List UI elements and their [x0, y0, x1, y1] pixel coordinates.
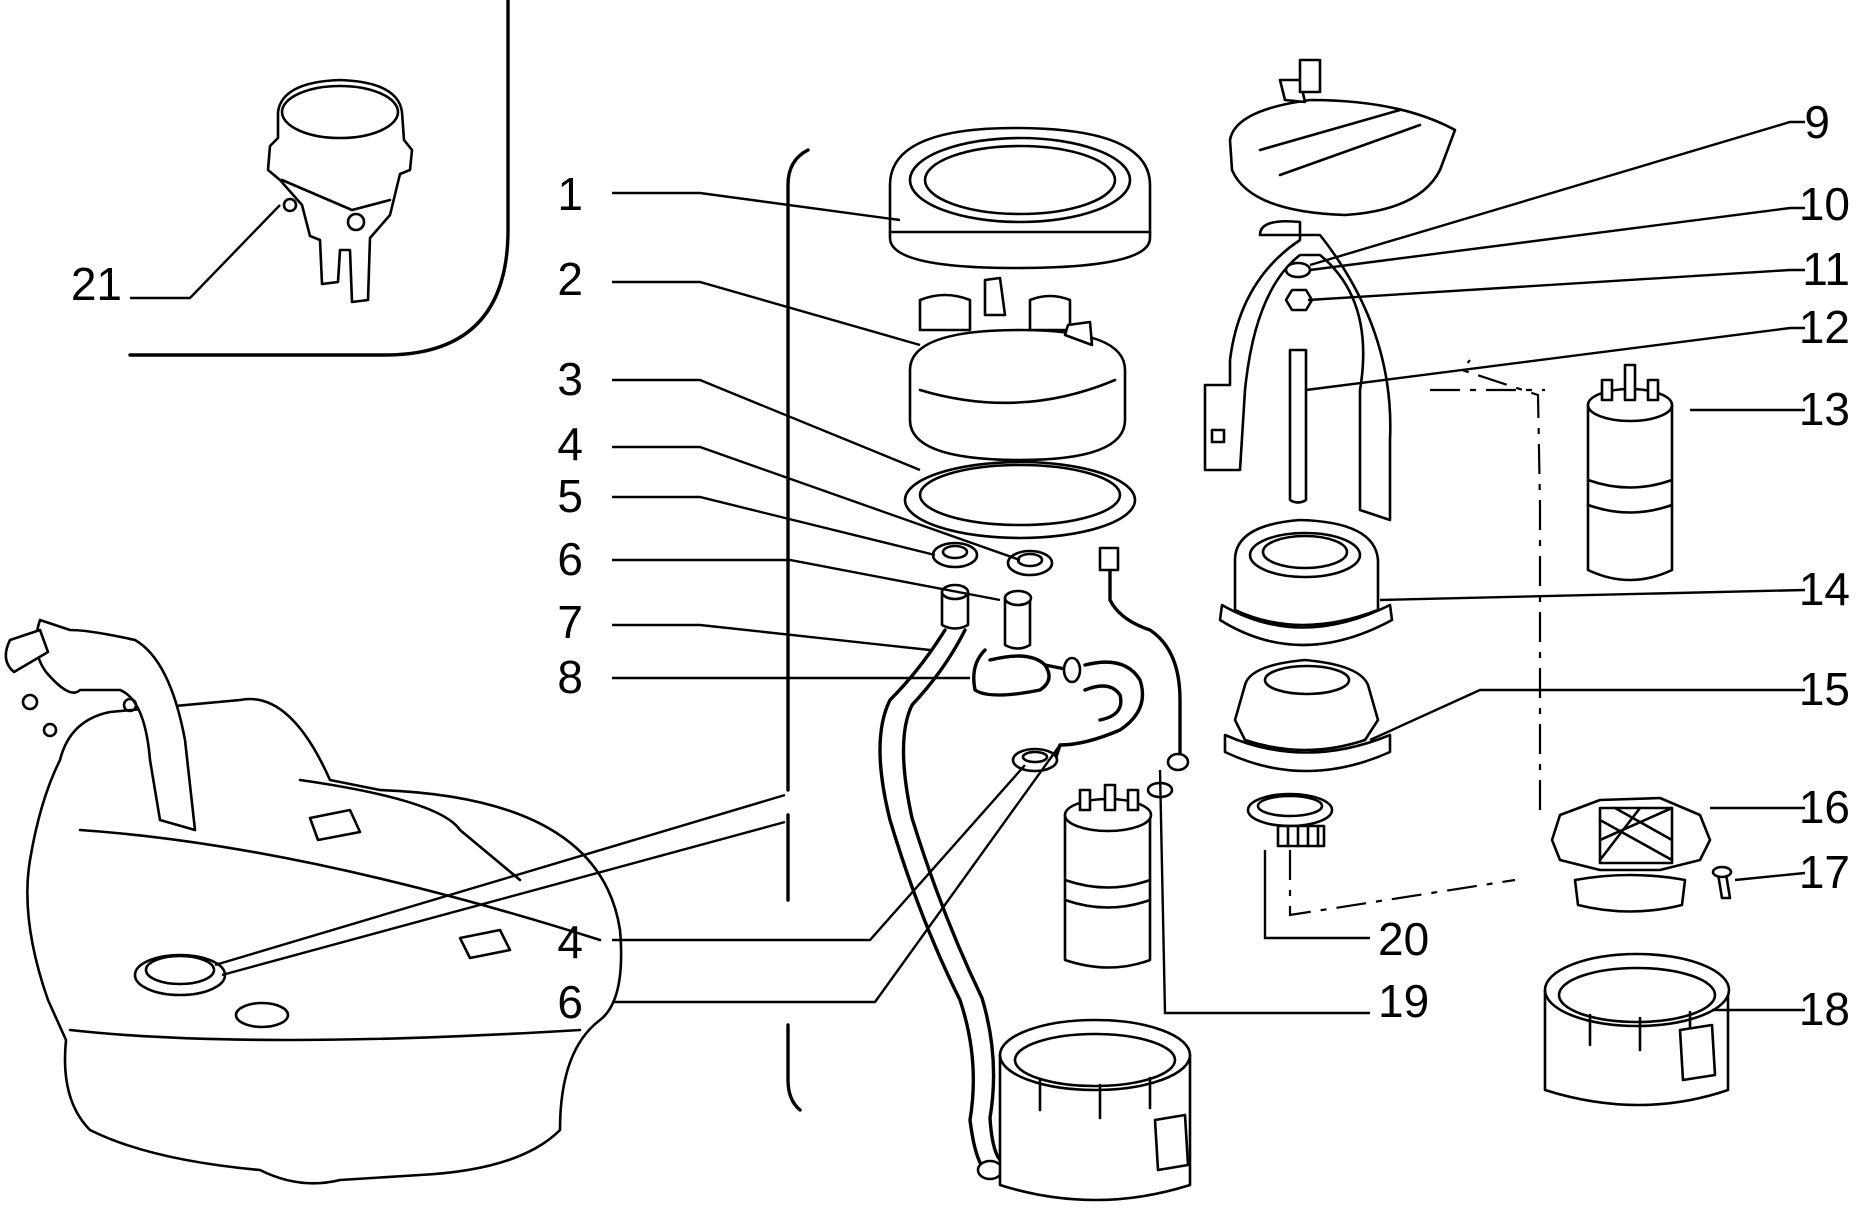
- label-13: 13: [1799, 383, 1850, 435]
- pump-flange-top-right: [1228, 58, 1457, 217]
- part-14-filter-housing: [1218, 518, 1394, 647]
- label-4b: 4: [557, 916, 583, 968]
- wire-connector: [1098, 546, 1120, 572]
- label-16: 16: [1799, 781, 1850, 833]
- pump-wire: [1108, 558, 1182, 762]
- part-16-filter: [1550, 796, 1712, 913]
- part-5-clamp: [931, 541, 979, 569]
- part-8-loop-hose: [972, 648, 1082, 697]
- label-15: 15: [1799, 663, 1850, 715]
- leader-lines: [130, 120, 1806, 1015]
- part-21-sensor: [266, 78, 414, 304]
- fuel-tank: [4, 618, 623, 1185]
- part-6-sleeve-left: [940, 583, 970, 630]
- part-6-sleeve-right: [1003, 589, 1033, 650]
- label-9: 9: [1804, 96, 1830, 148]
- assembly-bracket-bottom: [786, 1023, 802, 1112]
- part-9-bracket: [1203, 220, 1392, 522]
- label-18: 18: [1799, 983, 1850, 1035]
- label-11: 11: [1802, 243, 1850, 295]
- part-20-hose-clamp: [1246, 792, 1334, 848]
- label-1: 1: [557, 168, 583, 220]
- part-12-rod: [1288, 348, 1308, 504]
- label-10: 10: [1799, 178, 1850, 230]
- assembly-dash-line: [1288, 359, 1545, 917]
- label-4a: 4: [557, 418, 583, 470]
- label-12: 12: [1799, 301, 1850, 353]
- part-4-clamp-upper: [1006, 549, 1054, 577]
- part-return-hose: [1053, 660, 1145, 762]
- label-20: 20: [1378, 913, 1429, 965]
- label-8: 8: [557, 651, 583, 703]
- label-2: 2: [557, 253, 583, 305]
- part-15-coupling: [1223, 658, 1392, 773]
- part-2-pump-flange: [908, 276, 1127, 462]
- fuel-pump-left: [1063, 781, 1174, 969]
- part-1-ring-nut: [888, 126, 1152, 270]
- assembly-bracket: [786, 148, 810, 792]
- part-7-hose: [878, 628, 987, 1172]
- part-13-fuel-pump: [1586, 363, 1674, 582]
- part-17-screw: [1711, 865, 1733, 900]
- label-7: 7: [557, 596, 583, 648]
- inset-frame: [128, 0, 510, 357]
- part-18-pump-cup: [1543, 952, 1731, 1107]
- label-3: 3: [557, 353, 583, 405]
- label-5: 5: [557, 470, 583, 522]
- label-14: 14: [1799, 563, 1850, 615]
- pump-cup-left: [998, 1018, 1192, 1202]
- label-21: 21: [71, 258, 122, 310]
- label-17: 17: [1799, 846, 1850, 898]
- label-6a: 6: [557, 533, 583, 585]
- part-3-seal: [903, 460, 1137, 540]
- label-6b: 6: [557, 976, 583, 1028]
- part-10-washer: [1284, 261, 1312, 279]
- label-19: 19: [1378, 975, 1429, 1027]
- part-3-seal-inner: [918, 463, 1122, 527]
